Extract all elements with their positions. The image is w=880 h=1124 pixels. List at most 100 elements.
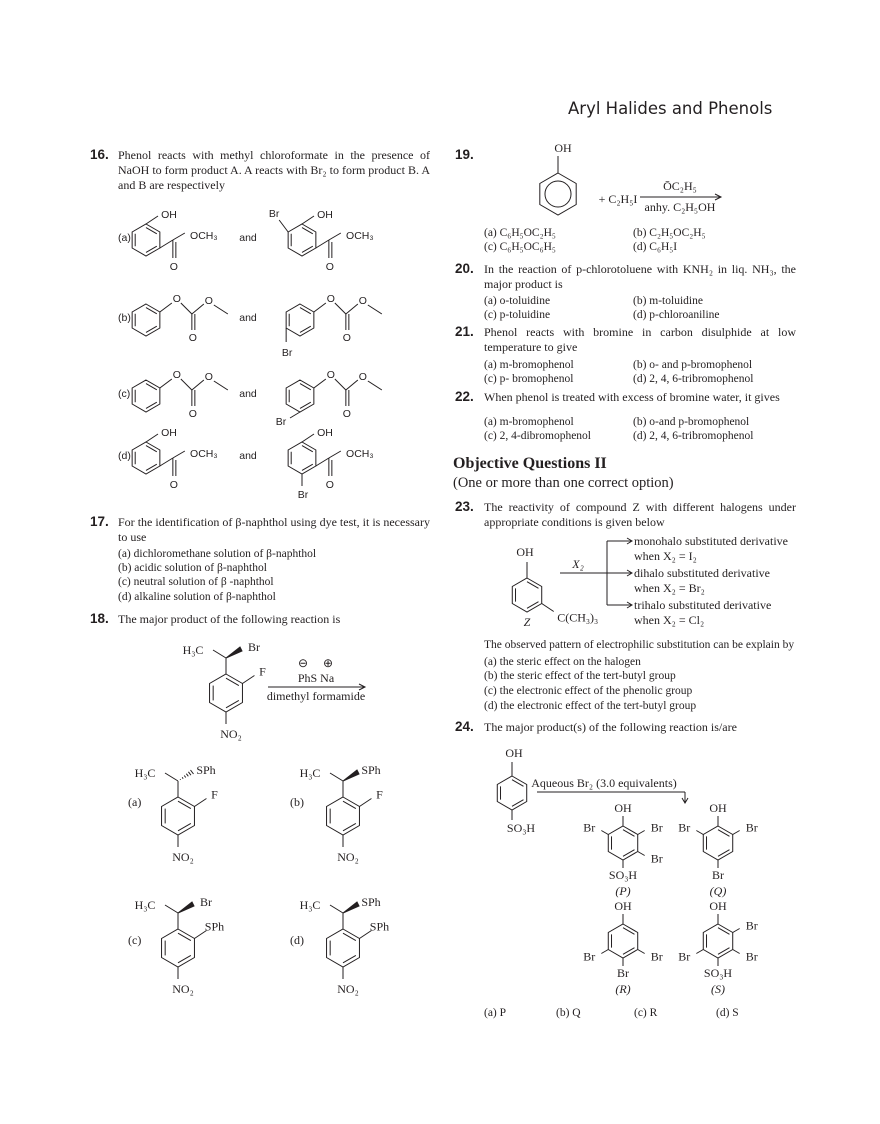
bond — [191, 303, 205, 315]
option-letter[interactable]: (d) — [290, 933, 304, 947]
option[interactable]: (d) the electronic effect of the tert-bu… — [484, 700, 697, 712]
benzene-ring — [539, 172, 577, 216]
benzene-ring — [326, 796, 360, 836]
atom-label: O — [327, 293, 335, 305]
atom-label: O — [327, 369, 335, 381]
bond — [177, 800, 192, 810]
option[interactable]: (b) C₂H₅OC₂H₅ — [633, 227, 706, 239]
option-letter[interactable]: (b) — [118, 312, 131, 324]
bond — [159, 457, 174, 467]
option[interactable]: (b) acidic solution of β-naphthol — [118, 562, 267, 574]
atom-label: dihalo substituted derivative — [634, 566, 770, 580]
bond — [732, 830, 740, 835]
atom-label: O — [343, 408, 351, 420]
option[interactable]: (a) m-bromophenol — [484, 359, 574, 371]
atom-label: Br — [298, 489, 309, 501]
atom-label: NO₂ — [172, 850, 194, 864]
question-stem: For the identification of β-naphthol usi… — [118, 515, 430, 544]
atom-label: Br — [617, 966, 629, 980]
wedge-bond — [342, 769, 360, 782]
question-stem: Phenol reacts with bromine in carbon dis… — [484, 325, 796, 354]
bond — [172, 232, 186, 241]
atom-label: monohalo substituted derivative — [634, 534, 788, 548]
bond — [299, 325, 312, 333]
option[interactable]: (d) C₆H₅I — [633, 241, 678, 253]
atom-label: and — [239, 312, 257, 324]
option-letter[interactable]: (d) — [118, 450, 131, 462]
option[interactable]: (d) 2, 4, 6-tribromophenol — [633, 373, 754, 385]
atom-label: H₃C — [183, 643, 204, 657]
option[interactable]: (c) p-toluidine — [484, 309, 551, 321]
arrowhead — [681, 797, 689, 804]
option[interactable]: (b) o-and p-bromophenol — [633, 416, 750, 428]
benzene-ring — [607, 825, 639, 861]
option[interactable]: (b) the steric effect of the tert-butyl … — [484, 670, 676, 682]
option[interactable]: (c) p- bromophenol — [484, 373, 574, 385]
option[interactable]: (a) dichloromethane solution of β-naphth… — [118, 548, 317, 560]
option[interactable]: (a) the steric effect on the halogen — [484, 656, 641, 668]
option[interactable]: (a) m-bromophenol — [484, 416, 574, 428]
atom-label: OH — [161, 209, 177, 221]
bond — [145, 383, 158, 391]
atom-label: Br — [276, 416, 287, 428]
option[interactable]: (b) o- and p-bromophenol — [633, 359, 753, 371]
option-letter[interactable]: (c) — [118, 388, 130, 400]
bond — [717, 927, 730, 935]
bond — [313, 378, 327, 389]
option[interactable]: (a) o-toluidine — [484, 295, 551, 307]
option[interactable]: (c) neutral solution of β -naphthol — [118, 576, 274, 588]
option-letter[interactable]: (b) — [290, 795, 304, 809]
atom-label: SO₃H — [507, 821, 536, 835]
atom-label: O — [359, 295, 367, 307]
option[interactable]: (c) the electronic effect of the phenoli… — [484, 685, 693, 697]
question-number: 23. — [455, 499, 474, 514]
bond — [345, 379, 359, 391]
option[interactable]: (d) alkaline solution of β-naphthol — [118, 591, 276, 603]
question-stem: The major product of the following react… — [118, 612, 341, 626]
bond — [328, 450, 342, 459]
bond — [159, 378, 173, 389]
atom-label: NO₂ — [220, 727, 242, 741]
benzene-ring — [326, 928, 360, 968]
benzene-ring — [131, 303, 161, 337]
option[interactable]: (a) P — [484, 1007, 507, 1019]
arrowhead — [626, 601, 633, 609]
bond — [717, 829, 730, 837]
option-letter[interactable]: (a) — [128, 795, 141, 809]
bond — [180, 378, 193, 391]
benzene-ring — [161, 796, 195, 836]
question-number: 18. — [90, 611, 109, 626]
atom-label: O — [326, 479, 334, 491]
option[interactable]: (a) C₆H₅OC₂H₅ — [484, 227, 556, 239]
bond — [145, 325, 158, 333]
benzene-ring — [607, 923, 639, 959]
option[interactable]: (b) m-toluidine — [633, 295, 703, 307]
option[interactable]: (c) R — [634, 1007, 658, 1019]
option[interactable]: (d) 2, 4, 6-tribromophenol — [633, 430, 754, 442]
bond — [289, 411, 301, 419]
bond — [188, 771, 192, 776]
atom-label: Z — [524, 615, 531, 629]
option[interactable]: (c) C₆H₅OC₆H₅ — [484, 241, 556, 253]
bond — [213, 304, 229, 315]
atom-label: PhS Na — [298, 671, 335, 685]
section-subtitle: (One or more than one correct option) — [453, 475, 674, 491]
option[interactable]: (d) S — [716, 1007, 739, 1019]
question-stem: When phenol is treated with excess of br… — [484, 390, 780, 404]
bond — [601, 830, 609, 835]
atom-label: O — [189, 408, 197, 420]
atom-label: + C₂H₅I — [599, 192, 638, 206]
atom-label: O — [170, 261, 178, 273]
atom-label: OH — [554, 141, 572, 155]
option-letter[interactable]: (a) — [118, 232, 131, 244]
option[interactable]: (b) Q — [556, 1007, 581, 1019]
option[interactable]: (d) p-chloroaniline — [633, 309, 720, 321]
option-letter[interactable]: (c) — [128, 933, 141, 947]
bond — [511, 779, 524, 787]
option[interactable]: (c) 2, 4-dibromophenol — [484, 430, 591, 442]
atom-label: ŌC₂H₅ — [663, 179, 697, 193]
atom-label: OH — [317, 427, 333, 439]
atom-label: (R) — [615, 982, 630, 996]
bond — [622, 849, 635, 857]
atom-label: O — [173, 369, 181, 381]
